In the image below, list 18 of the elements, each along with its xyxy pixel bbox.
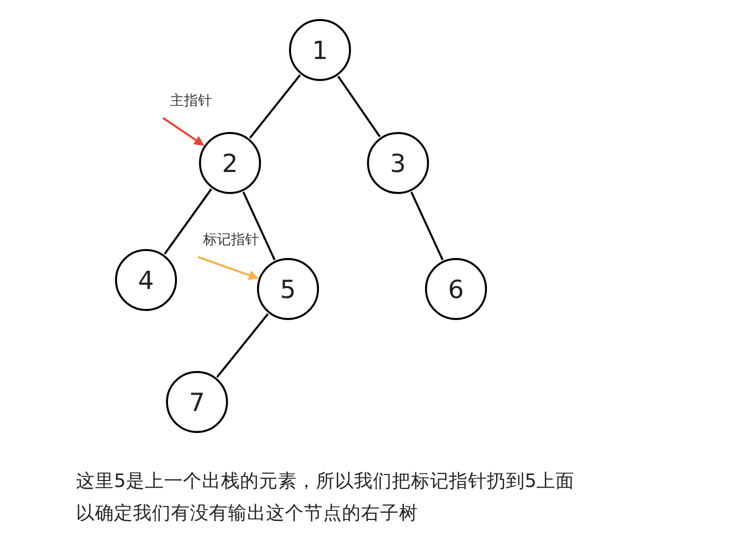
pointer-label: 主指针 <box>165 90 217 112</box>
tree-edge <box>216 313 269 378</box>
tree-node-circle: 5 <box>257 258 319 320</box>
tree-node-circle: 1 <box>289 19 351 81</box>
tree-node-circle: 2 <box>199 132 261 194</box>
tree-node-circle: 7 <box>166 371 228 433</box>
tree-node-circle: 6 <box>425 258 487 320</box>
arrow <box>198 256 259 280</box>
tree-edge <box>410 192 444 260</box>
tree-edge <box>249 74 301 139</box>
tree-node-circle: 4 <box>115 249 177 311</box>
tree-node-circle: 3 <box>367 132 429 194</box>
tree-edge <box>242 192 276 260</box>
pointer-label: 标记指针 <box>200 229 262 251</box>
caption: 这里5是上一个出栈的元素，所以我们把标记指针扔到5上面以确定我们有没有输出这个节点的右子树 <box>76 470 576 526</box>
tree-edge <box>337 76 381 138</box>
arrow <box>162 117 204 146</box>
tree-edge <box>164 188 212 255</box>
